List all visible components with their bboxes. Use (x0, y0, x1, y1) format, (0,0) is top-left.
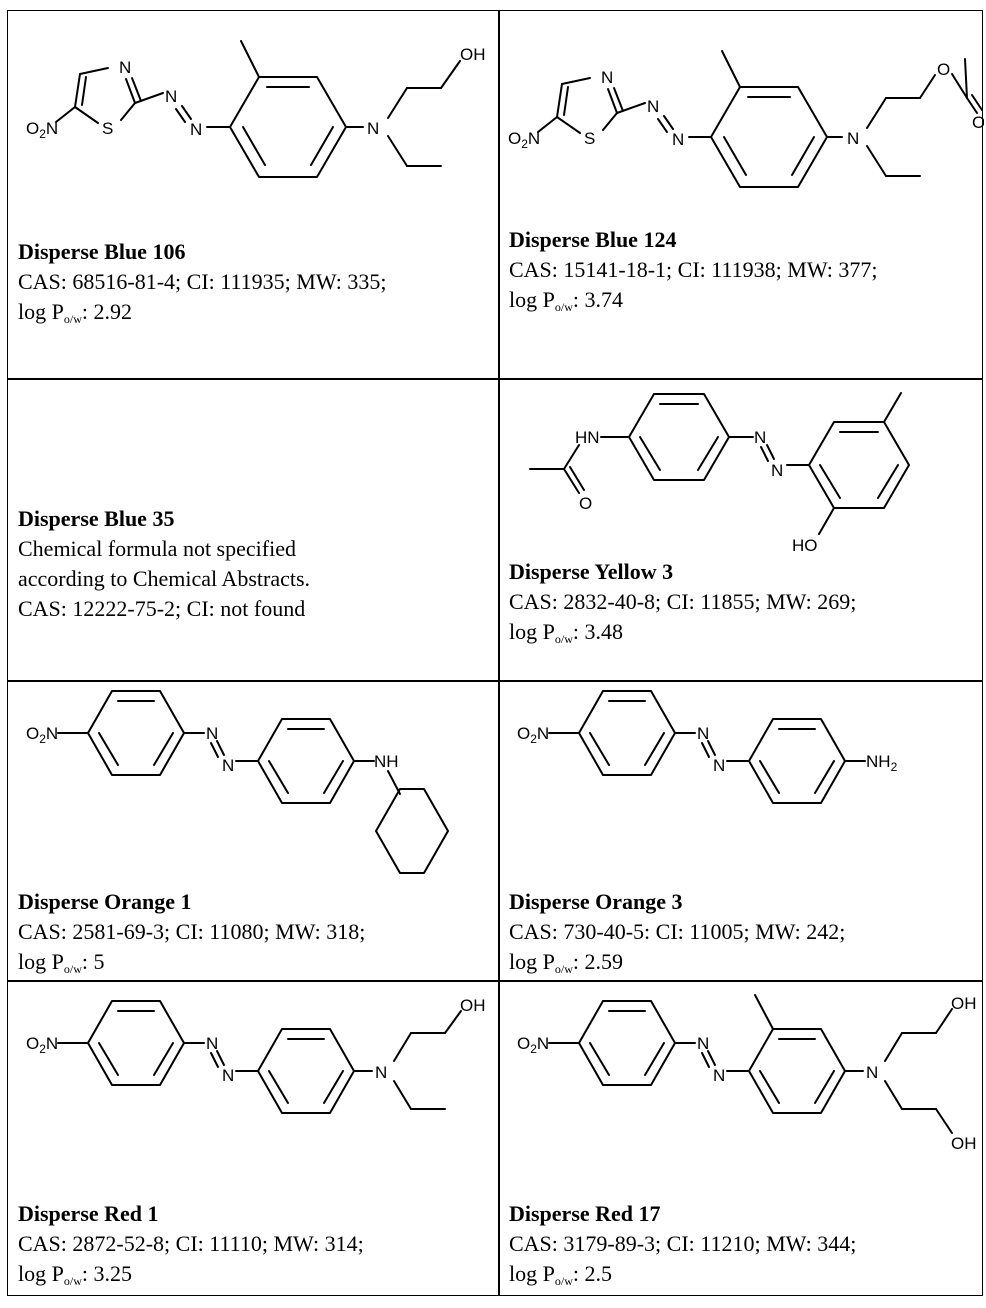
atom-label: O2N (517, 724, 549, 746)
compound-caption: Disperse Orange 3 CAS: 730-40-5: CI: 110… (509, 887, 976, 980)
row-divider (8, 680, 982, 682)
structure-diagram: N S O2N N N N OH (8, 11, 498, 231)
atom-label: N (165, 87, 177, 106)
compound-cell-disperse-orange-1: O2N N N NH Disperse Orange 1 CAS: 2581-6… (8, 681, 498, 980)
structure-diagram: O2N N N NH2 (499, 681, 984, 881)
atom-label: O2N (26, 119, 58, 141)
compound-properties: CAS: 3179-89-3; CI: 11210; MW: 344; (509, 1231, 857, 1256)
compound-caption: Disperse Blue 106 CAS: 68516-81-4; CI: 1… (18, 237, 490, 334)
atom-label: O (972, 113, 984, 132)
atom-label: N (847, 129, 859, 148)
compound-caption: Disperse Blue 35 Chemical formula not sp… (18, 504, 490, 624)
compound-name: Disperse Blue 35 (18, 506, 175, 531)
atom-label: N (601, 68, 613, 87)
compound-properties: CAS: 12222-75-2; CI: not found (18, 596, 306, 621)
compound-logp: log Po/w: 2.5 (509, 1261, 612, 1288)
compound-description: Chemical formula not specified (18, 536, 296, 561)
compound-caption: Disperse Orange 1 CAS: 2581-69-3; CI: 11… (18, 887, 490, 980)
atom-label: N (222, 1066, 234, 1085)
structure-diagram: N S O2N N N N O O (499, 11, 984, 231)
compound-description: according to Chemical Abstracts. (18, 566, 311, 591)
compound-properties: CAS: 730-40-5: CI: 11005; MW: 242; (509, 919, 846, 944)
atom-label: N (771, 461, 783, 480)
atom-label: S (584, 129, 595, 148)
structure-diagram: HN O N N HO (499, 379, 984, 559)
compound-cell-disperse-red-17: O2N N N N OH OH Disperse Red 17 CAS: 317… (499, 981, 984, 1297)
compound-properties: CAS: 2832-40-8; CI: 11855; MW: 269; (509, 589, 857, 614)
compound-properties: CAS: 2872-52-8; CI: 11110; MW: 314; (18, 1231, 364, 1256)
atom-label: N (672, 130, 684, 149)
compound-cell-disperse-blue-35: Disperse Blue 35 Chemical formula not sp… (8, 379, 498, 680)
atom-label: O2N (26, 724, 58, 746)
atom-label: N (222, 756, 234, 775)
compound-caption: Disperse Red 17 CAS: 3179-89-3; CI: 1121… (509, 1199, 976, 1296)
atom-label: OH (460, 996, 486, 1015)
atom-label: N (190, 120, 202, 139)
atom-label: N (647, 97, 659, 116)
compound-caption: Disperse Red 1 CAS: 2872-52-8; CI: 11110… (18, 1199, 490, 1296)
compound-name: Disperse Red 17 (509, 1201, 661, 1226)
atom-label: NH (374, 752, 399, 771)
atom-label: O2N (508, 129, 540, 151)
compound-logp: log Po/w: 2.59 (509, 949, 623, 976)
compound-cell-disperse-yellow-3: HN O N N HO Disperse Yellow 3 CAS: 2832-… (499, 379, 984, 680)
atom-label: N (713, 1066, 725, 1085)
atom-label: N (866, 1063, 878, 1082)
atom-label: N (697, 724, 709, 743)
compound-caption: Disperse Yellow 3 CAS: 2832-40-8; CI: 11… (509, 557, 976, 654)
atom-label: N (119, 58, 131, 77)
compound-cell-disperse-red-1: O2N N N N OH Disperse Red 1 CAS: 2872-52… (8, 981, 498, 1297)
row-divider (8, 378, 982, 380)
atom-label: N (713, 756, 725, 775)
atom-label: N (697, 1034, 709, 1053)
compound-cell-disperse-orange-3: O2N N N NH2 Disperse Orange 3 CAS: 730-4… (499, 681, 984, 980)
structure-diagram: O2N N N NH (8, 681, 498, 881)
compound-properties: CAS: 15141-18-1; CI: 111938; MW: 377; (509, 257, 878, 282)
row-divider (8, 980, 982, 982)
atom-label: N (367, 119, 379, 138)
compound-caption: Disperse Blue 124 CAS: 15141-18-1; CI: 1… (509, 225, 976, 322)
atom-label: NH2 (866, 752, 898, 774)
compound-logp: log Po/w: 5 (18, 949, 105, 976)
atom-label: N (375, 1063, 387, 1082)
compound-name: Disperse Yellow 3 (509, 559, 674, 584)
structure-diagram: O2N N N N OH (8, 981, 498, 1181)
column-divider (498, 11, 500, 1295)
atom-label: N (754, 428, 766, 447)
compound-name: Disperse Blue 106 (18, 239, 186, 264)
compound-logp: log Po/w: 3.25 (18, 1261, 132, 1288)
atom-label: O2N (26, 1034, 58, 1056)
compound-logp: log Po/w: 3.48 (509, 619, 623, 646)
atom-label: O (579, 494, 592, 513)
atom-label: OH (951, 994, 977, 1013)
compound-logp: log Po/w: 2.92 (18, 299, 132, 326)
atom-label: OH (951, 1134, 977, 1153)
compound-name: Disperse Red 1 (18, 1201, 159, 1226)
atom-label: N (206, 1034, 218, 1053)
compound-properties: CAS: 68516-81-4; CI: 111935; MW: 335; (18, 269, 387, 294)
compound-cell-disperse-blue-106: N S O2N N N N OH Disperse Blue 106 CAS: … (8, 11, 498, 378)
atom-label: O (937, 60, 950, 79)
atom-label: HO (792, 536, 818, 555)
compound-name: Disperse Blue 124 (509, 227, 677, 252)
compound-cell-disperse-blue-124: N S O2N N N N O O Disperse Blue 124 CAS:… (499, 11, 984, 378)
structure-diagram: O2N N N N OH OH (499, 981, 984, 1181)
compound-logp: log Po/w: 3.74 (509, 287, 623, 314)
compound-table: N S O2N N N N OH Disperse Blue 106 CAS: … (7, 10, 984, 1297)
compound-name: Disperse Orange 3 (509, 889, 683, 914)
atom-label: S (102, 119, 113, 138)
atom-label: N (206, 724, 218, 743)
compound-name: Disperse Orange 1 (18, 889, 192, 914)
atom-label: HN (575, 428, 600, 447)
atom-label: OH (460, 45, 486, 64)
atom-label: O2N (517, 1034, 549, 1056)
compound-properties: CAS: 2581-69-3; CI: 11080; MW: 318; (18, 919, 366, 944)
